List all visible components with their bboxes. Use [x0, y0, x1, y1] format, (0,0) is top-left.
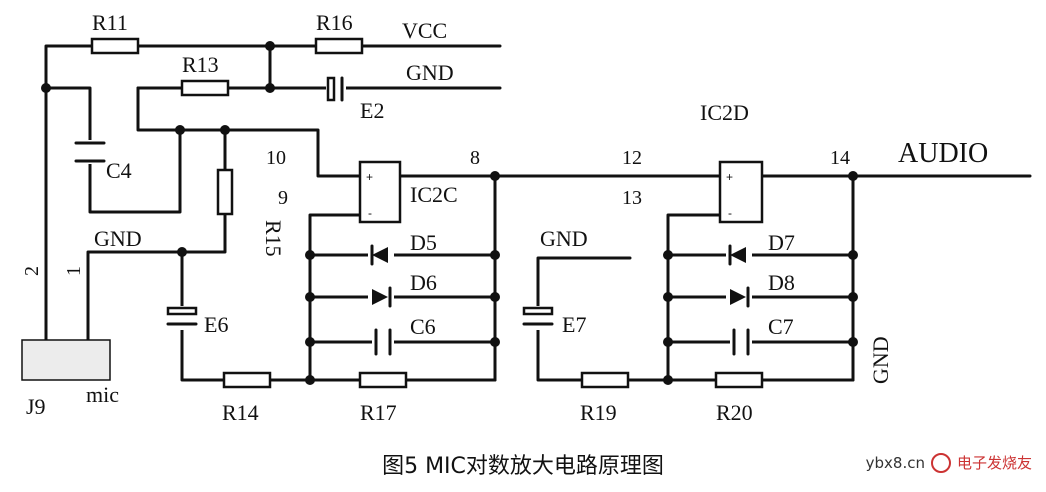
label-d6: D6 [410, 270, 437, 295]
label-r15: R15 [261, 220, 286, 257]
label-gnd-right: GND [868, 336, 893, 384]
opamp-ic2c: + - [358, 160, 402, 224]
resistor-r15 [216, 168, 234, 216]
label-r16: R16 [316, 10, 353, 35]
diode-d7 [726, 244, 752, 266]
resistor-r14 [222, 371, 272, 389]
label-r17: R17 [360, 400, 397, 425]
label-pin14: 14 [830, 147, 850, 169]
junction-dots [41, 41, 858, 385]
label-r11: R11 [92, 10, 128, 35]
diode-d5 [368, 244, 394, 266]
electrolytic-cap-e7 [522, 306, 554, 330]
svg-text:-: - [728, 206, 732, 220]
watermark-brand: 电子发烧友 [956, 454, 1032, 472]
diode-d6 [368, 286, 394, 308]
label-gnd-left: GND [94, 226, 142, 251]
resistor-r13 [180, 79, 230, 97]
label-r19: R19 [580, 400, 617, 425]
label-gnd-mid: GND [540, 226, 588, 251]
label-pin12: 12 [622, 147, 642, 169]
label-e7: E7 [562, 312, 586, 337]
label-e6: E6 [204, 312, 228, 337]
label-vcc: VCC [402, 18, 447, 43]
svg-text:+: + [726, 170, 733, 184]
label-e2: E2 [360, 98, 384, 123]
svg-text:+: + [366, 170, 373, 184]
diode-d8 [726, 286, 752, 308]
electrolytic-cap-e2 [326, 76, 346, 102]
watermark-logo-icon [930, 452, 951, 473]
label-ic2d: IC2D [700, 100, 749, 125]
resistor-r19 [580, 371, 630, 389]
svg-text:-: - [368, 206, 372, 220]
label-j9: J9 [26, 394, 46, 419]
label-mic: mic [86, 382, 119, 407]
label-r14: R14 [222, 400, 259, 425]
label-pin2: 2 [21, 266, 43, 276]
figure-caption: 图5 MIC对数放大电路原理图 [382, 454, 664, 479]
capacitor-c4 [74, 140, 106, 164]
label-d5: D5 [410, 230, 437, 255]
label-pin8: 8 [470, 147, 480, 169]
label-pin9: 9 [278, 187, 288, 209]
label-d8: D8 [768, 270, 795, 295]
watermark: ybx8.cn 电子发烧友 [866, 452, 1032, 473]
label-r13: R13 [182, 52, 219, 77]
label-pin1: 1 [63, 266, 85, 276]
label-c6: C6 [410, 314, 436, 339]
label-pin13: 13 [622, 187, 642, 209]
resistor-r17 [358, 371, 408, 389]
label-audio: AUDIO [898, 138, 988, 169]
label-pin10: 10 [266, 147, 286, 169]
capacitor-c6 [372, 328, 394, 356]
opamp-ic2d: + - [718, 160, 764, 224]
mic-j9 [21, 339, 111, 381]
label-ic2c: IC2C [410, 182, 458, 207]
capacitor-c7 [730, 328, 752, 356]
label-c4: C4 [106, 158, 132, 183]
label-r20: R20 [716, 400, 753, 425]
label-gnd-top: GND [406, 60, 454, 85]
resistor-r16 [314, 37, 364, 55]
label-c7: C7 [768, 314, 794, 339]
label-d7: D7 [768, 230, 795, 255]
resistor-r11 [90, 37, 140, 55]
electrolytic-cap-e6 [166, 306, 198, 330]
resistor-r20 [714, 371, 764, 389]
watermark-site: ybx8.cn [865, 453, 925, 472]
